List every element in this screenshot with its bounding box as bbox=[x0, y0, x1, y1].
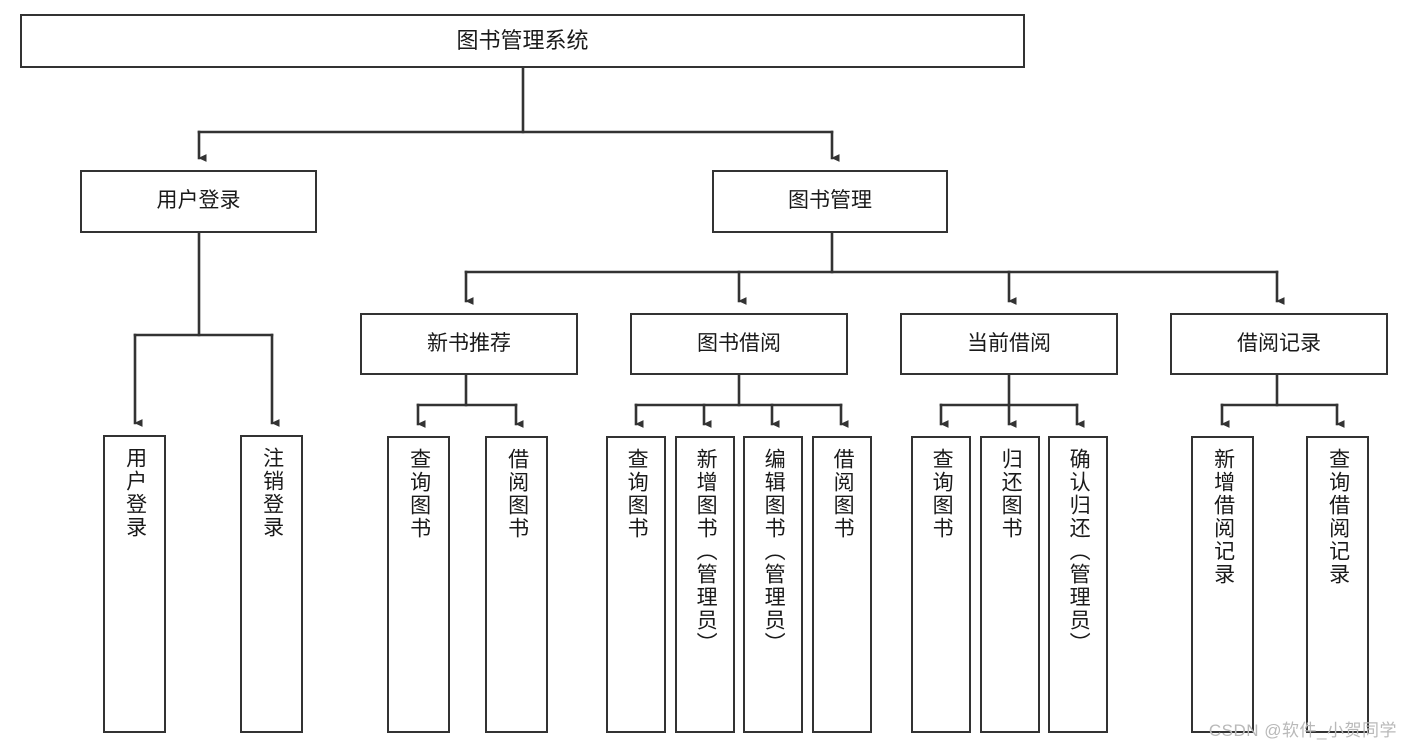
node-leaf-add-book-admin[interactable]: 新增图书（管理员） bbox=[675, 436, 735, 733]
node-leaf-query-book-borrow[interactable]: 查询图书 bbox=[606, 436, 666, 733]
node-leaf-confirm-return-admin-label: 确认归还（管理员） bbox=[1067, 448, 1091, 655]
node-root-system-label: 图书管理系统 bbox=[456, 28, 589, 54]
node-borrow-record-label: 借阅记录 bbox=[1237, 331, 1321, 355]
node-user-login-label: 用户登录 bbox=[156, 189, 241, 213]
node-leaf-query-book-borrow-label: 查询图书 bbox=[625, 448, 649, 540]
node-book-manage[interactable]: 图书管理 bbox=[712, 170, 948, 233]
node-leaf-query-book-recommend[interactable]: 查询图书 bbox=[387, 436, 450, 733]
node-leaf-user-login-label: 用户登录 bbox=[123, 447, 147, 539]
node-leaf-edit-book-admin-label: 编辑图书（管理员） bbox=[762, 448, 786, 655]
node-new-book-recommend[interactable]: 新书推荐 bbox=[360, 313, 578, 375]
node-leaf-logout-label: 注销登录 bbox=[260, 447, 284, 539]
node-leaf-return-book[interactable]: 归还图书 bbox=[980, 436, 1040, 733]
node-leaf-query-book-current[interactable]: 查询图书 bbox=[911, 436, 971, 733]
node-leaf-edit-book-admin[interactable]: 编辑图书（管理员） bbox=[743, 436, 803, 733]
node-book-borrow-label: 图书借阅 bbox=[697, 331, 781, 355]
node-leaf-borrow-book-label: 借阅图书 bbox=[831, 448, 855, 540]
node-leaf-add-borrow-record[interactable]: 新增借阅记录 bbox=[1191, 436, 1254, 733]
node-new-book-recommend-label: 新书推荐 bbox=[427, 331, 511, 355]
node-leaf-borrow-book-recommend[interactable]: 借阅图书 bbox=[485, 436, 548, 733]
watermark-text: CSDN @软件_小贺同学 bbox=[1208, 721, 1397, 740]
node-leaf-query-book-recommend-label: 查询图书 bbox=[407, 448, 431, 540]
node-leaf-return-book-label: 归还图书 bbox=[999, 448, 1023, 540]
node-leaf-confirm-return-admin[interactable]: 确认归还（管理员） bbox=[1048, 436, 1108, 733]
node-leaf-borrow-book-recommend-label: 借阅图书 bbox=[505, 448, 529, 540]
node-root-system[interactable]: 图书管理系统 bbox=[20, 14, 1025, 68]
node-book-borrow[interactable]: 图书借阅 bbox=[630, 313, 848, 375]
node-leaf-user-login[interactable]: 用户登录 bbox=[103, 435, 166, 733]
node-borrow-record[interactable]: 借阅记录 bbox=[1170, 313, 1388, 375]
node-leaf-query-borrow-record[interactable]: 查询借阅记录 bbox=[1306, 436, 1369, 733]
node-current-borrow-label: 当前借阅 bbox=[967, 331, 1051, 355]
node-current-borrow[interactable]: 当前借阅 bbox=[900, 313, 1118, 375]
node-leaf-add-borrow-record-label: 新增借阅记录 bbox=[1211, 448, 1235, 586]
node-book-manage-label: 图书管理 bbox=[788, 189, 872, 213]
node-leaf-query-book-current-label: 查询图书 bbox=[930, 448, 954, 540]
node-leaf-query-borrow-record-label: 查询借阅记录 bbox=[1326, 448, 1350, 586]
node-leaf-borrow-book[interactable]: 借阅图书 bbox=[812, 436, 872, 733]
node-user-login[interactable]: 用户登录 bbox=[80, 170, 317, 233]
node-leaf-logout[interactable]: 注销登录 bbox=[240, 435, 303, 733]
node-leaf-add-book-admin-label: 新增图书（管理员） bbox=[694, 448, 718, 655]
